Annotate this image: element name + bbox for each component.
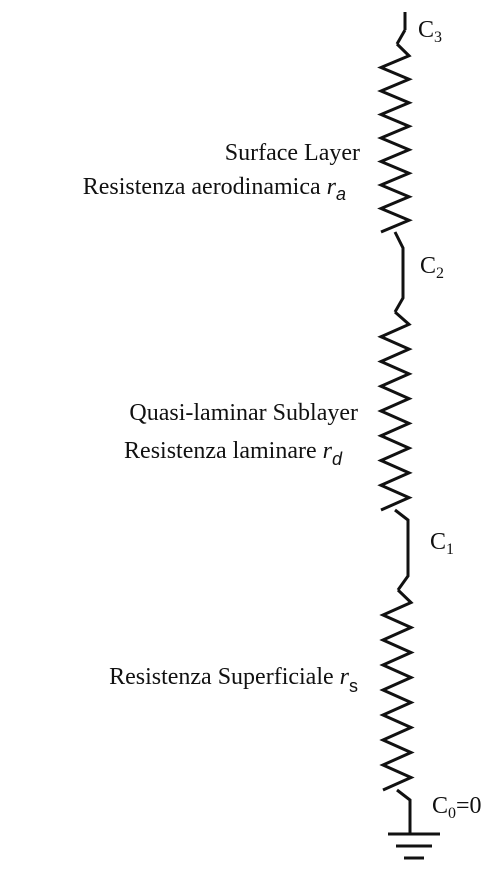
- node-label-c2: C2: [420, 253, 444, 282]
- resistor-aerodynamic: [377, 42, 413, 234]
- wire-top-lead: [395, 12, 407, 45]
- surface-resistance-label: Resistenza Superficiale rs: [109, 664, 358, 696]
- node-label-c1: C1: [430, 529, 454, 558]
- ground-icon: [388, 832, 440, 860]
- sublayer-title: Quasi-laminar Sublayer: [129, 400, 358, 426]
- wire-c2-segment: [393, 231, 405, 313]
- surface-layer-title: Surface Layer: [225, 140, 360, 166]
- wire-c1-segment: [394, 508, 410, 591]
- node-label-c0: C0=0: [432, 793, 482, 822]
- resistor-surface: [379, 588, 415, 792]
- laminar-resistance-label: Resistenza laminare rd: [124, 438, 343, 469]
- resistor-laminar: [377, 310, 413, 512]
- wire-c0-segment: [396, 788, 412, 834]
- node-label-c3: C3: [418, 17, 442, 46]
- aerodynamic-resistance-label: Resistenza aerodinamica ra: [83, 174, 346, 204]
